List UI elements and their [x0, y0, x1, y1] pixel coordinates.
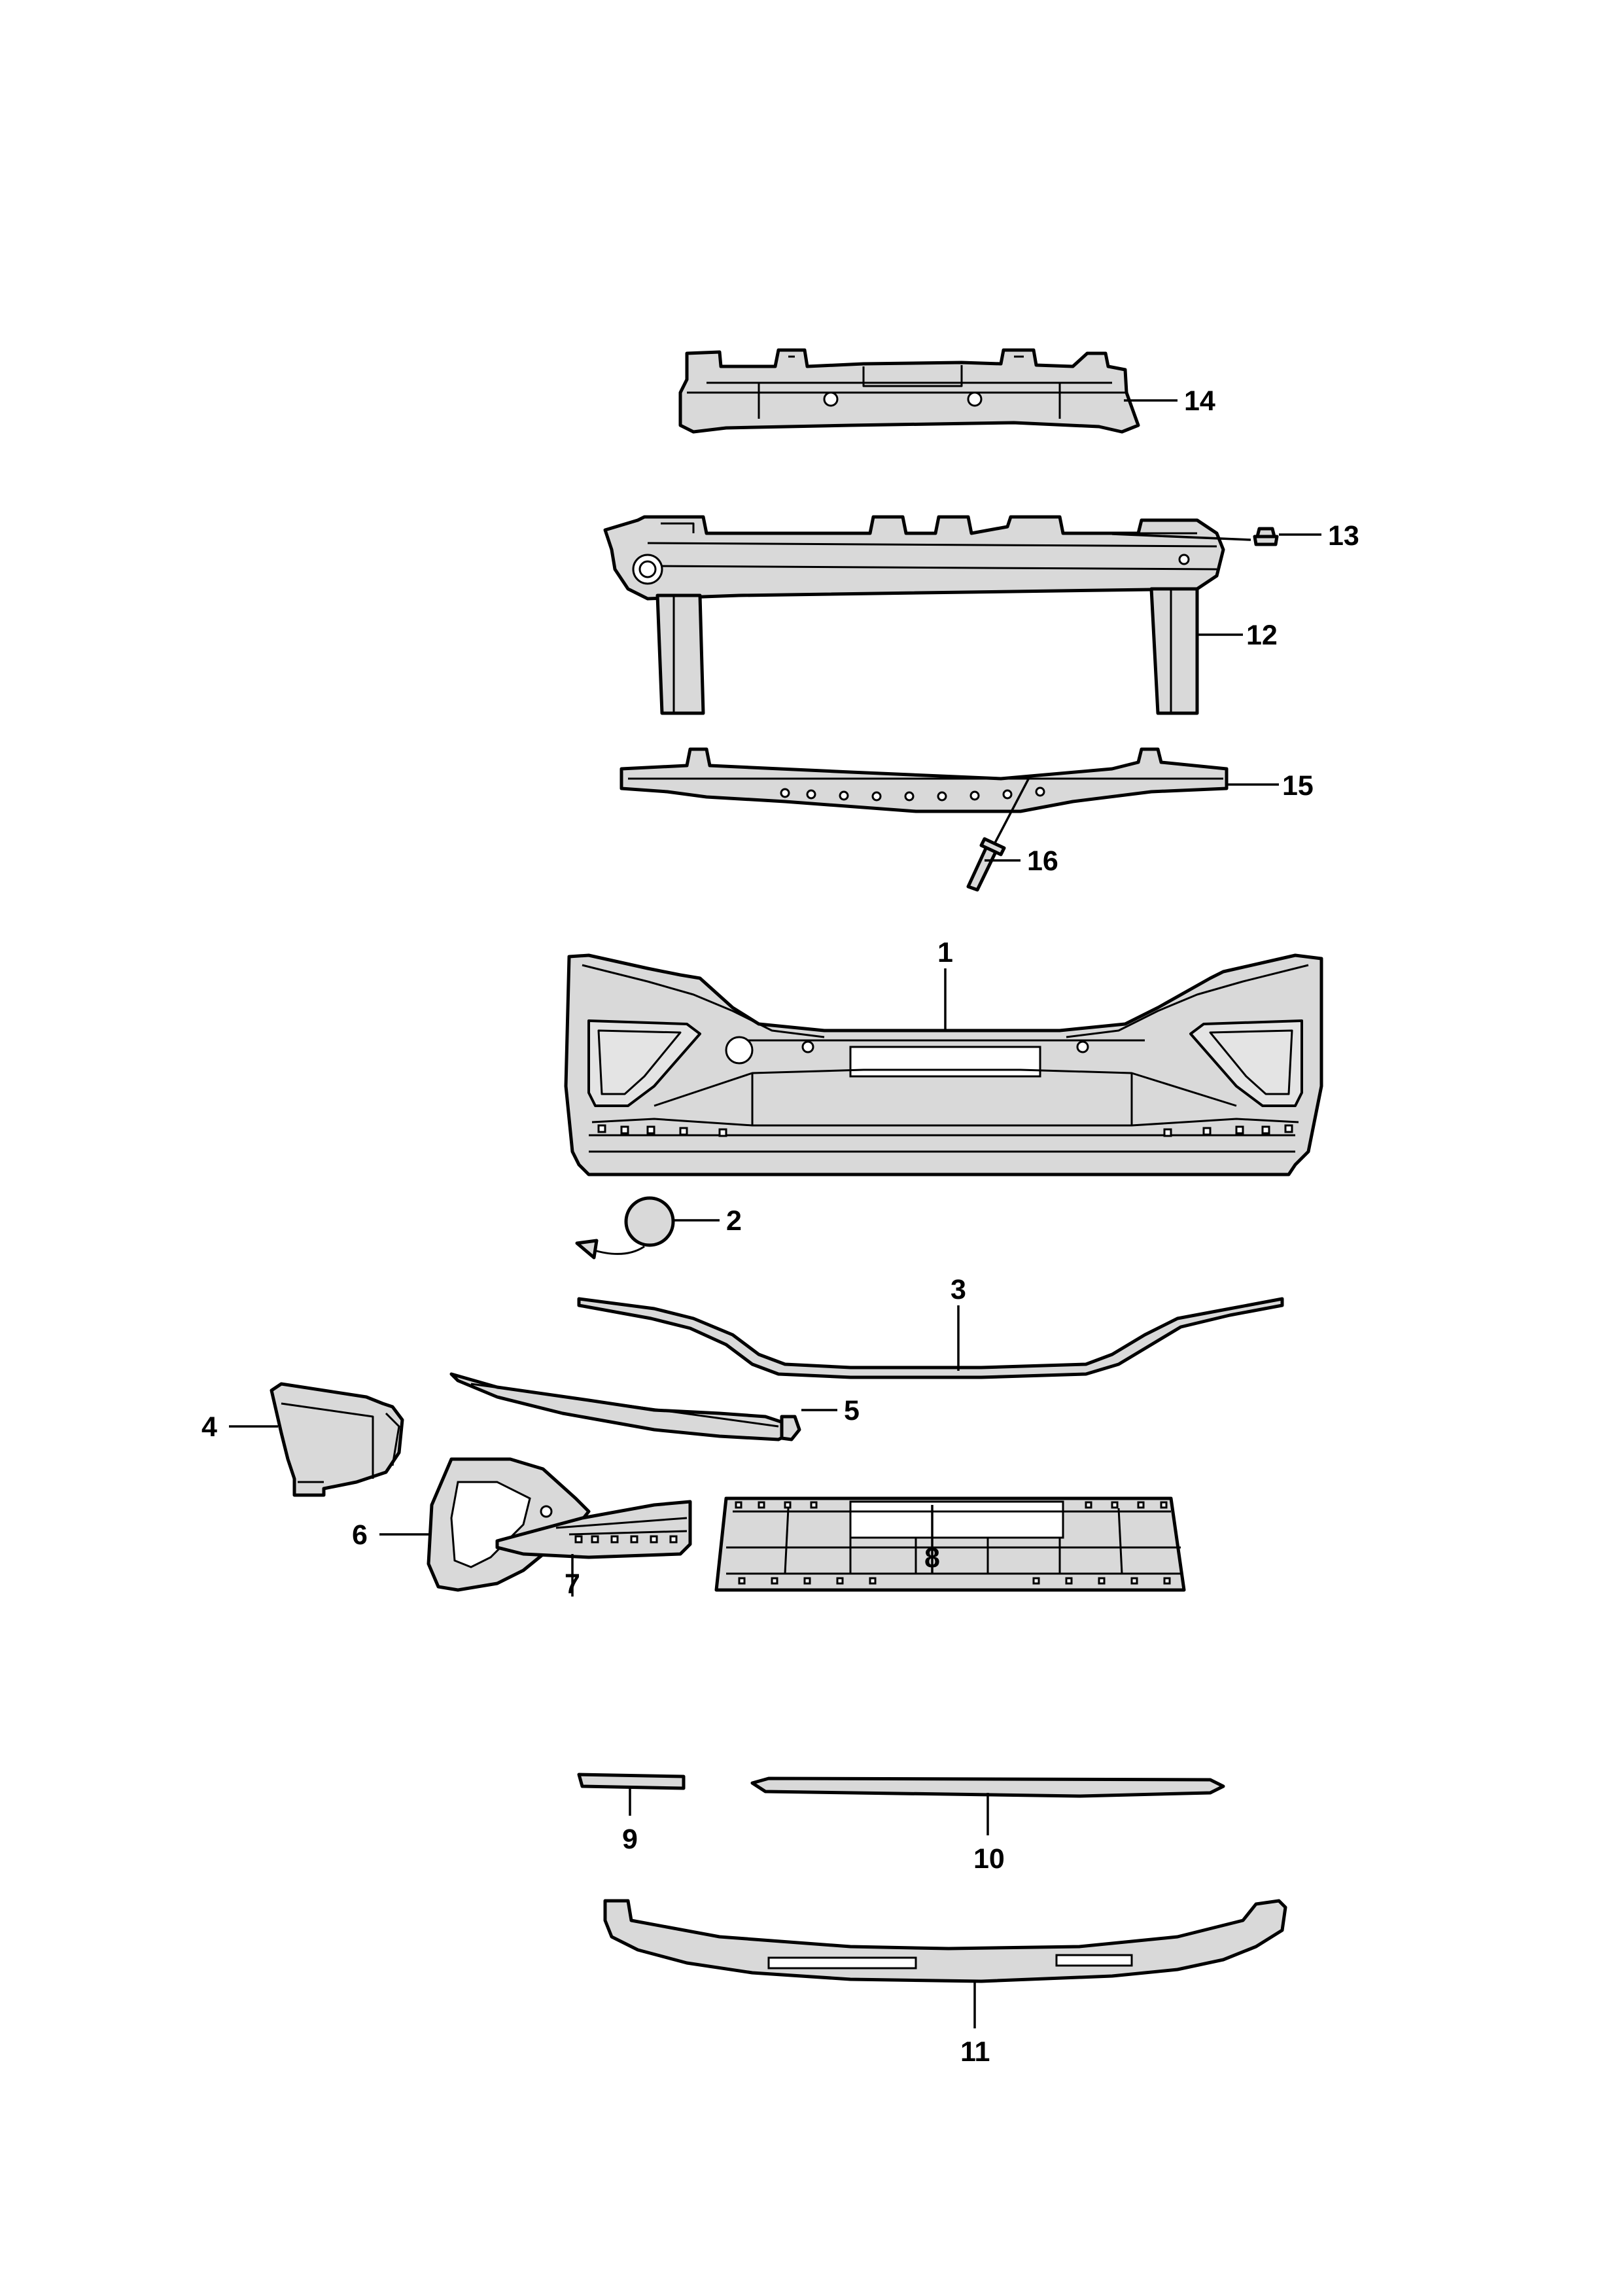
part-10-long-trim[interactable]	[750, 1776, 1225, 1798]
bumper-clip-row	[597, 1124, 1293, 1137]
callout-11[interactable]: 11	[960, 2036, 990, 2068]
part-4-side-bracket[interactable]	[270, 1382, 404, 1497]
callout-7[interactable]: 7	[565, 1568, 580, 1600]
callout-1[interactable]: 1	[937, 937, 953, 968]
part-3-trim-strip[interactable]	[577, 1297, 1284, 1379]
part-14-absorber[interactable]	[678, 348, 1140, 434]
callout-labels: 14 13 12 15 16 1 2 3 4 5 6 7 8 9 10 11	[201, 385, 1359, 2068]
callout-9[interactable]: 9	[622, 1824, 638, 1855]
part-12-bumper-beam[interactable]	[603, 515, 1225, 715]
leader-lines	[229, 399, 1321, 2028]
callout-6[interactable]: 6	[352, 1519, 368, 1551]
callout-14[interactable]: 14	[1184, 385, 1215, 417]
part-2-tow-hook-cap[interactable]	[575, 1196, 675, 1260]
part-7-corner-cover[interactable]	[495, 1500, 692, 1559]
part-9-small-trim[interactable]	[577, 1773, 686, 1790]
callout-2[interactable]: 2	[726, 1205, 742, 1237]
callout-12[interactable]: 12	[1246, 620, 1278, 651]
callout-4[interactable]: 4	[201, 1411, 217, 1443]
part-5-grille-trim[interactable]	[449, 1372, 801, 1441]
corner-cover-clips	[574, 1535, 678, 1544]
part-6-fog-light-surround[interactable]	[427, 1457, 591, 1592]
part-13-bolt[interactable]	[1253, 527, 1279, 546]
callout-13[interactable]: 13	[1328, 520, 1359, 552]
part-15-lower-reinforcement[interactable]	[620, 747, 1229, 813]
callout-10[interactable]: 10	[973, 1843, 1005, 1875]
part-16-rivet[interactable]	[966, 837, 1006, 892]
callout-16[interactable]: 16	[1027, 845, 1058, 877]
callout-5[interactable]: 5	[844, 1395, 860, 1426]
grille-clip-row	[735, 1501, 1171, 1585]
reinforcement-holes	[780, 786, 1045, 802]
callout-3[interactable]: 3	[951, 1274, 966, 1305]
callout-8[interactable]: 8	[924, 1542, 940, 1574]
part-1-bumper-cover[interactable]	[564, 953, 1323, 1176]
part-11-spoiler-lip[interactable]	[603, 1899, 1287, 1983]
part-8-lower-grille[interactable]	[714, 1496, 1186, 1592]
callout-15[interactable]: 15	[1282, 770, 1314, 802]
